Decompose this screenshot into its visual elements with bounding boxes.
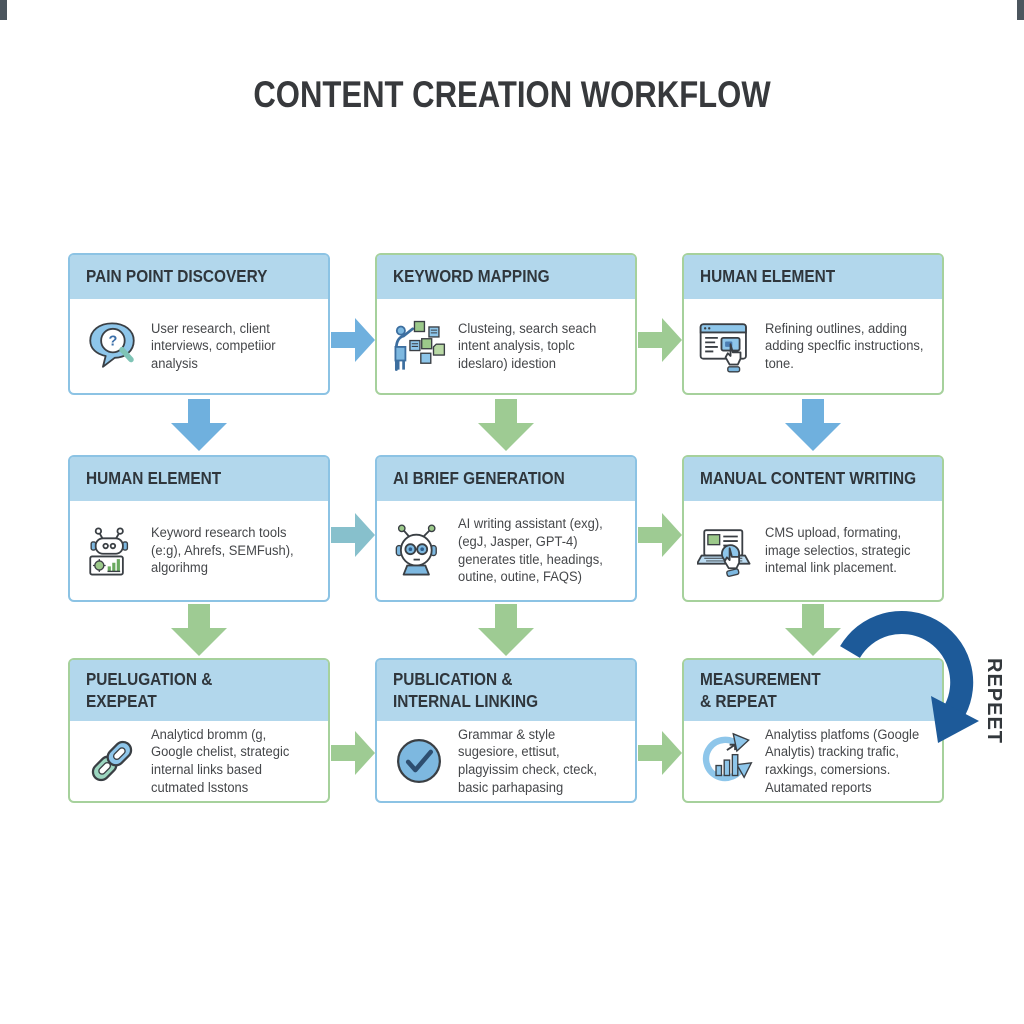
step-title: MANUAL CONTENT WRITING (700, 468, 917, 489)
step-description: Analytiss platfoms (Google Analytis) tra… (765, 726, 920, 795)
step-header: AI BRIEF GENERATION (377, 457, 635, 501)
step-header: KEYWORD MAPPING (377, 255, 635, 299)
step-title: KEYWORD MAPPING (393, 266, 550, 287)
refresh-chart-icon (697, 732, 755, 790)
step-header: HUMAN ELEMENT (684, 255, 942, 299)
flow-arrow-down-col2-b (478, 604, 534, 661)
step-body: Keyword research tools (e:g), Ahrefs, SE… (70, 501, 328, 600)
crop-mark (1017, 0, 1024, 20)
step-body: Clusteing, search seach intent analysis,… (377, 299, 635, 393)
repeat-loop-arrow (824, 598, 994, 763)
step-description: AI writing assistant (exg), (egJ, Jasper… (458, 516, 603, 585)
step-header: MANUAL CONTENT WRITING (684, 457, 942, 501)
step-title: PAIN POINT DISCOVERY (86, 266, 268, 287)
step-description: User research, client interviews, compet… (151, 320, 276, 371)
person-sticky-notes-icon (390, 317, 448, 375)
speech-bubble-magnifier-icon: ? (83, 317, 141, 375)
step-description: Clusteing, search seach intent analysis,… (458, 320, 597, 371)
step-body: CMS upload, formating, image selectios, … (684, 501, 942, 600)
step-header: HUMAN ELEMENT (70, 457, 328, 501)
step-title: HUMAN ELEMENT (700, 266, 836, 287)
step-body: Refining outlines, adding adding speclfi… (684, 299, 942, 393)
step-body: Grammar & style sugesiore, ettisut, plag… (377, 721, 635, 801)
workflow-step-ai-brief-generation: AI BRIEF GENERATION AI writing assistant… (375, 455, 637, 602)
step-body: ? User research, client interviews, comp… (70, 299, 328, 393)
step-title: HUMAN ELEMENT (86, 468, 222, 489)
flow-arrow-down-col3-b (785, 604, 841, 661)
step-description: CMS upload, formating, image selectios, … (765, 525, 911, 576)
workflow-step-manual-content-writing: MANUAL CONTENT WRITING CMS upload, forma… (682, 455, 944, 602)
check-circle-icon (390, 732, 448, 790)
laptop-pointer-icon (697, 522, 755, 580)
step-header: PUELUGATION & EXEPEAT (70, 660, 328, 721)
workflow-step-keyword-mapping: KEYWORD MAPPING Clusteing, search seach … (375, 253, 637, 395)
page-title: CONTENT CREATION WORKFLOW (253, 74, 771, 115)
flow-arrow-right-row2-b (638, 513, 682, 562)
step-header: MEASUREMENT & REPEAT (684, 660, 942, 721)
flow-arrow-down-col2-a (478, 399, 534, 456)
workflow-step-puelugation-exepeat: PUELUGATION & EXEPEAT Analyticd bromm (g… (68, 658, 330, 803)
step-body: AI writing assistant (exg), (egJ, Jasper… (377, 501, 635, 600)
flow-arrow-down-col1-a (171, 399, 227, 456)
robot-head-icon (390, 522, 448, 580)
step-description: Analyticd bromm (g, Google chelist, stra… (151, 726, 290, 795)
step-title: PUELUGATION & (86, 669, 213, 690)
workflow-step-human-element-2: HUMAN ELEMENT Keyword research tools (e:… (68, 455, 330, 602)
workflow-step-publication-internal-linking: PUBLICATION & INTERNAL LINKING Grammar &… (375, 658, 637, 803)
flow-arrow-right-row1-b (638, 318, 682, 367)
workflow-step-measurement-repeat: MEASUREMENT & REPEAT Analytiss platfoms … (682, 658, 944, 803)
crop-mark (0, 0, 7, 20)
workflow-step-pain-point-discovery: PAIN POINT DISCOVERY ? User research, cl… (68, 253, 330, 395)
chain-link-icon (83, 732, 141, 790)
step-description: Refining outlines, adding adding speclfi… (765, 320, 924, 371)
step-description: Keyword research tools (e:g), Ahrefs, SE… (151, 525, 294, 576)
step-body: Analyticd bromm (g, Google chelist, stra… (70, 721, 328, 801)
flow-arrow-right-row3-b (638, 731, 682, 780)
step-title: PUBLICATION & (393, 669, 513, 690)
step-body: Analytiss platfoms (Google Analytis) tra… (684, 721, 942, 801)
step-header: PUBLICATION & INTERNAL LINKING (377, 660, 635, 721)
browser-pointer-icon (697, 317, 755, 375)
flow-arrow-down-col1-b (171, 604, 227, 661)
step-title-line2: EXEPEAT (86, 690, 157, 711)
step-title-line2: INTERNAL LINKING (393, 690, 539, 711)
step-title: MEASUREMENT (700, 669, 821, 690)
flow-arrow-right-row2-a (331, 513, 375, 562)
robot-chart-icon (83, 522, 141, 580)
step-header: PAIN POINT DISCOVERY (70, 255, 328, 299)
step-title-line2: & REPEAT (700, 690, 777, 711)
flow-arrow-down-col3-a (785, 399, 841, 456)
svg-text:?: ? (108, 334, 117, 350)
step-title: AI BRIEF GENERATION (393, 468, 565, 489)
step-description: Grammar & style sugesiore, ettisut, plag… (458, 726, 598, 795)
workflow-step-human-element-1: HUMAN ELEMENT Refining outlines, adding … (682, 253, 944, 395)
flow-arrow-right-row1-a (331, 318, 375, 367)
flow-arrow-right-row3-a (331, 731, 375, 780)
repeat-label: REPEET (983, 658, 1005, 745)
